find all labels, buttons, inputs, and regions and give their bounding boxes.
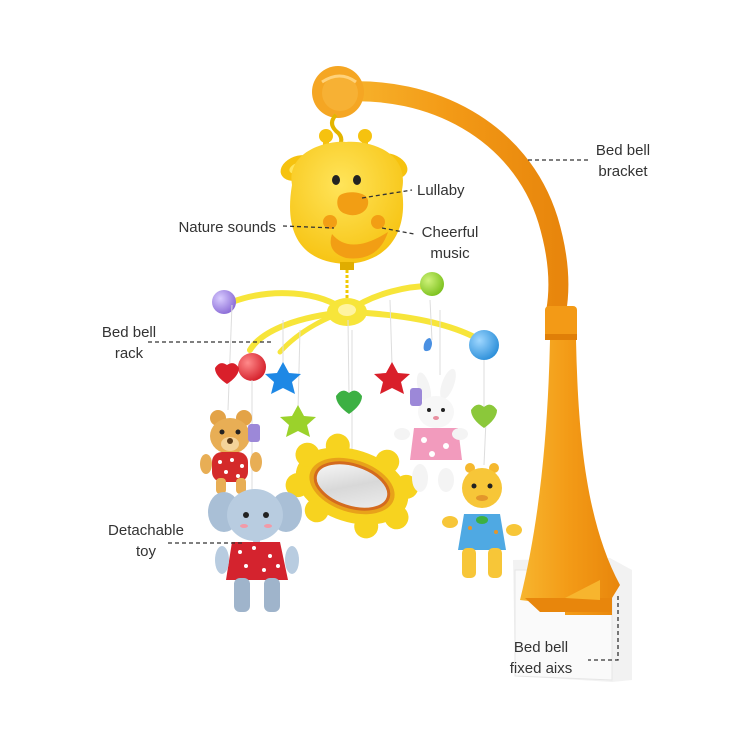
label-cheerful-music-line2: music <box>430 245 470 262</box>
label-lullaby: Lullaby <box>417 182 465 199</box>
hanger-hook <box>330 113 344 146</box>
label-bed-bell-rack: Bed bell rack <box>92 322 166 364</box>
hanging-charms <box>215 338 497 437</box>
label-detachable-line2: toy <box>135 543 156 560</box>
leader-fixed-axis <box>588 596 619 661</box>
label-detachable-toy: Detachable toy <box>100 520 192 562</box>
leader-lullaby <box>361 189 413 199</box>
sun-mirror-toy <box>285 433 419 539</box>
bed-bell-bracket <box>312 66 620 615</box>
leader-cheerful-music <box>381 227 415 235</box>
label-nature-sounds: Nature sounds <box>178 219 276 236</box>
label-rack-line2: rack <box>114 345 144 362</box>
giraffe-music-box <box>280 129 408 270</box>
label-fixed-axis-line1: Bed bell <box>513 639 569 656</box>
label-fixed-axis: Bed bell fixed aixs <box>498 637 584 679</box>
bunny-toy <box>394 368 468 492</box>
label-detachable-line1: Detachable <box>108 522 184 539</box>
label-fixed-axis-line2: fixed aixs <box>509 660 573 677</box>
label-rack-line1: Bed bell <box>101 324 157 341</box>
label-cheerful-music: Cheerful music <box>412 222 488 264</box>
bear-toy <box>200 410 262 494</box>
elephant-toy <box>208 489 302 612</box>
label-cheerful-music-line1: Cheerful <box>421 224 479 241</box>
label-bed-bell-bracket: Bed bell bracket <box>586 140 660 182</box>
leader-lines <box>148 159 619 661</box>
giraffe-toy <box>442 463 522 578</box>
label-bracket-line1: Bed bell <box>595 142 651 159</box>
label-bracket-line2: bracket <box>598 163 648 180</box>
bed-bell-rack <box>212 272 499 381</box>
leader-nature-sounds <box>282 225 335 229</box>
